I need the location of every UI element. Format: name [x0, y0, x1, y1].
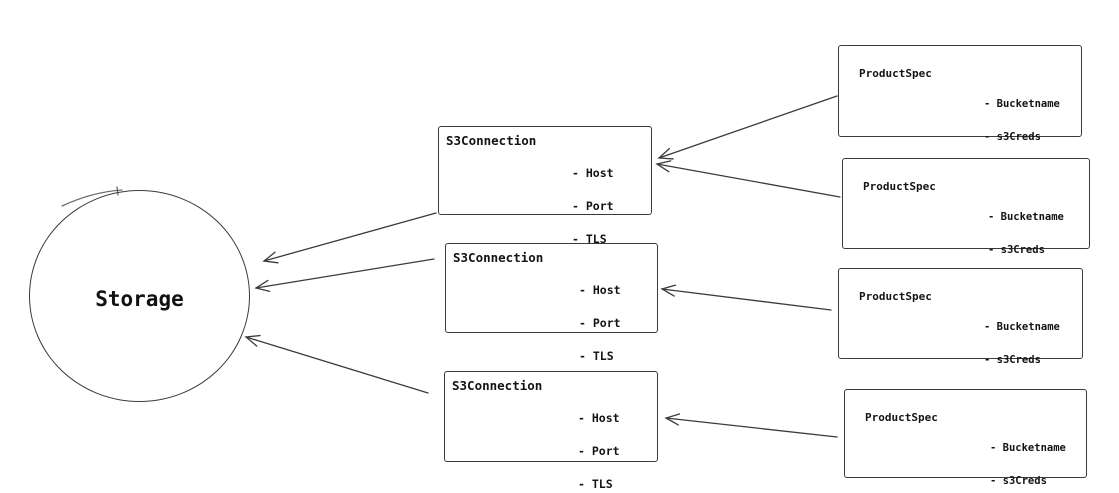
attribute-s3creds: - s3Creds [984, 354, 1041, 366]
product-spec-1-attributes: - Bucketname - s3Creds [984, 77, 1060, 165]
product-spec-box-1: ProductSpec - Bucketname - s3Creds [838, 45, 1082, 143]
attribute-port: - Port [578, 444, 620, 458]
attribute-host: - Host [578, 411, 620, 425]
storage-label: Storage [95, 287, 184, 311]
s3-connection-box-2: S3Connection - Host - Port - TLS [445, 243, 658, 362]
s3-connection-1-attributes: - Host - Port - TLS [572, 146, 614, 267]
attribute-bucketname: - Bucketname [984, 321, 1060, 333]
product-spec-box-3: ProductSpec - Bucketname - s3Creds [838, 268, 1083, 366]
attribute-port: - Port [572, 199, 614, 213]
attribute-port: - Port [579, 316, 621, 330]
attribute-tls: - TLS [578, 477, 613, 491]
s3-connection-2-title: S3Connection [453, 250, 544, 265]
product-spec-3-title: ProductSpec [859, 290, 932, 303]
storage-node: Storage [29, 190, 250, 402]
attribute-s3creds: - s3Creds [990, 475, 1047, 487]
edge-s3connection1-to-storage [262, 212, 437, 264]
product-spec-2-attributes: - Bucketname - s3Creds [988, 190, 1064, 278]
edge-s3connection2-to-storage [254, 258, 435, 292]
attribute-tls: - TLS [572, 232, 607, 246]
edge-s3connection3-to-storage [244, 334, 429, 394]
attribute-bucketname: - Bucketname [988, 211, 1064, 223]
edge-productspec3-to-s3connection2 [660, 284, 832, 311]
attribute-bucketname: - Bucketname [984, 98, 1060, 110]
attribute-host: - Host [572, 166, 614, 180]
product-spec-3-attributes: - Bucketname - s3Creds [984, 300, 1060, 388]
attribute-bucketname: - Bucketname [990, 442, 1066, 454]
product-spec-4-attributes: - Bucketname - s3Creds [990, 421, 1066, 493]
s3-connection-1-title: S3Connection [446, 133, 537, 148]
edge-productspec1-to-s3connection1 [657, 95, 838, 160]
s3-connection-box-3: S3Connection - Host - Port - TLS [444, 371, 658, 490]
product-spec-2-title: ProductSpec [863, 180, 936, 193]
edge-productspec4-to-s3connection3 [664, 413, 838, 438]
product-spec-box-4: ProductSpec - Bucketname - s3Creds [844, 389, 1087, 487]
edge-productspec2-to-s3connection1 [655, 160, 841, 198]
product-spec-4-title: ProductSpec [865, 411, 938, 424]
attribute-tls: - TLS [579, 349, 614, 363]
attribute-host: - Host [579, 283, 621, 297]
attribute-s3creds: - s3Creds [984, 131, 1041, 143]
product-spec-box-2: ProductSpec - Bucketname - s3Creds [842, 158, 1090, 256]
s3-connection-box-1: S3Connection - Host - Port - TLS [438, 126, 652, 245]
s3-connection-3-title: S3Connection [452, 378, 543, 393]
s3-connection-2-attributes: - Host - Port - TLS [579, 263, 621, 384]
product-spec-1-title: ProductSpec [859, 67, 932, 80]
attribute-s3creds: - s3Creds [988, 244, 1045, 256]
s3-connection-3-attributes: - Host - Port - TLS [578, 391, 620, 493]
